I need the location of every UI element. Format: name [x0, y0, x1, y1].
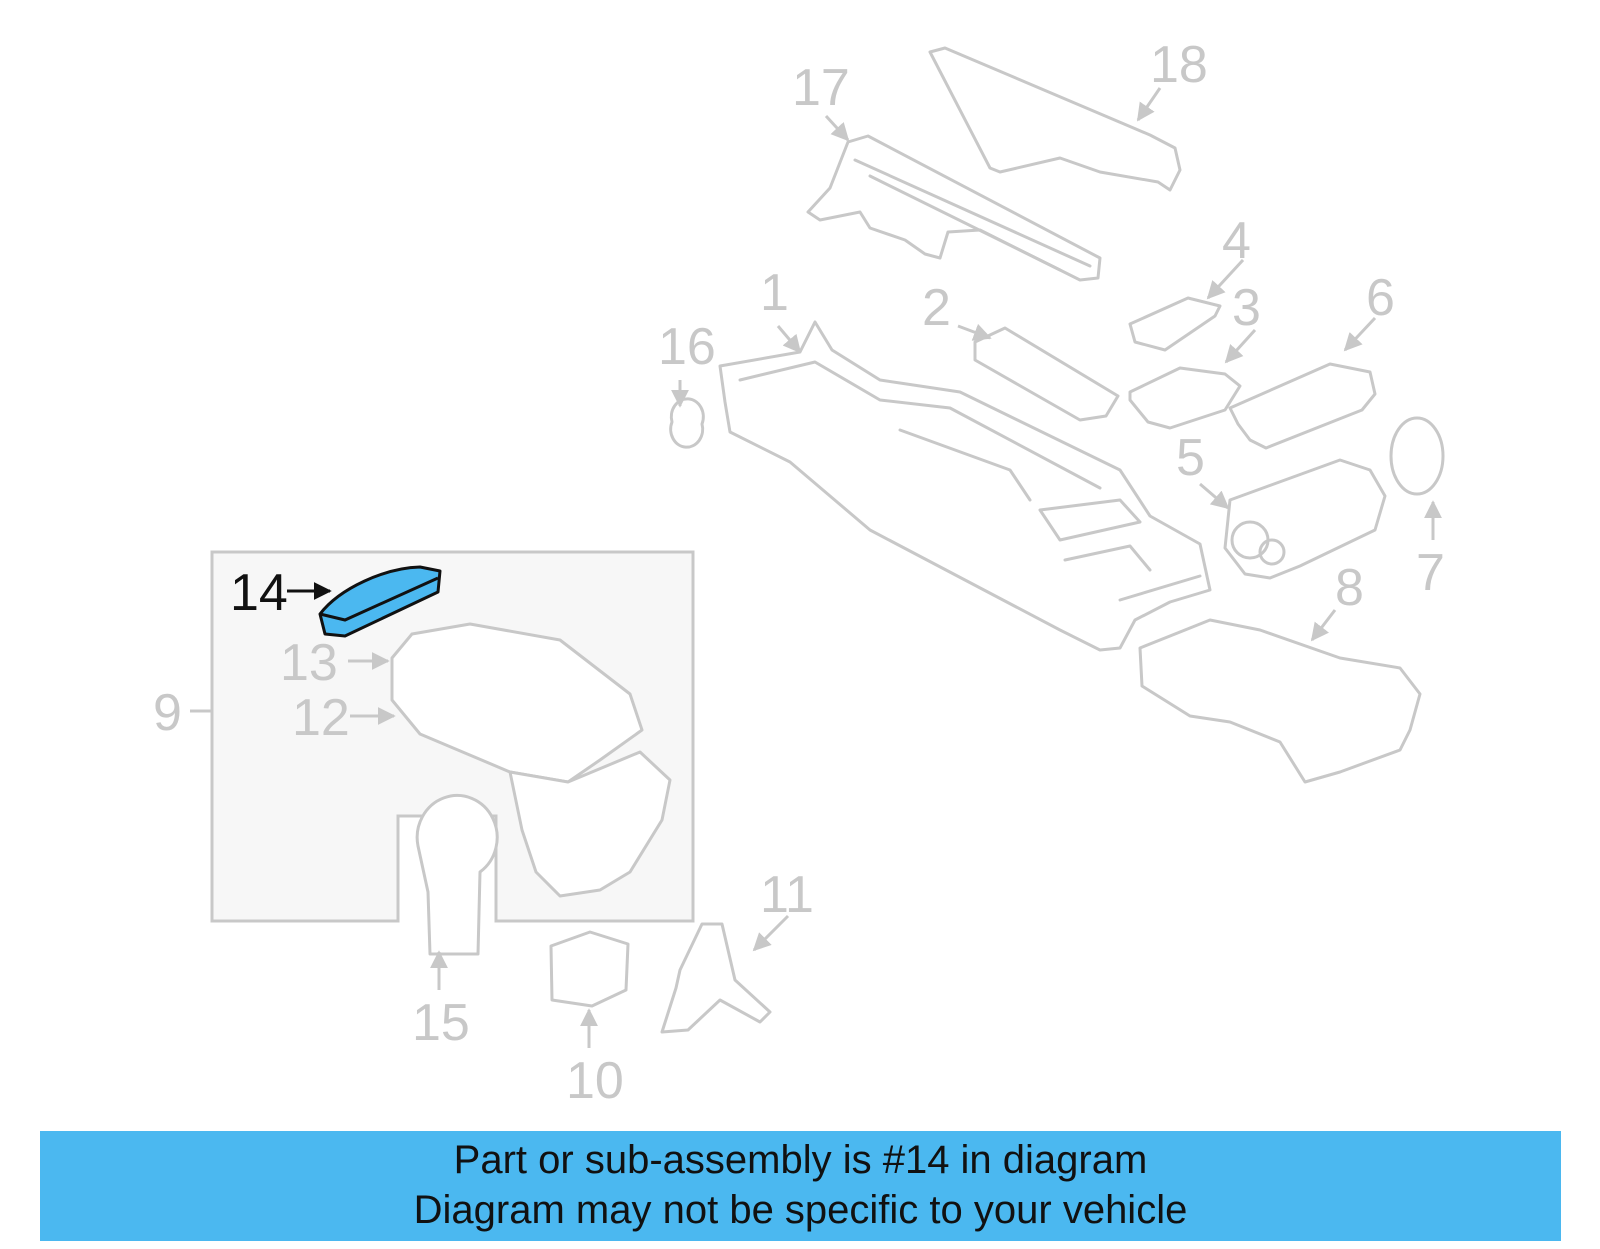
part-7-ring[interactable] [1389, 416, 1445, 496]
callout-11: 11 [760, 866, 814, 924]
part-1-console-body[interactable] [718, 320, 1212, 652]
callout-2: 2 [922, 279, 951, 337]
part-13-armrest-lid[interactable] [390, 622, 644, 784]
part-3-tray[interactable] [1128, 366, 1242, 430]
part-16-plug[interactable] [669, 397, 705, 449]
part-11-bracket[interactable] [660, 922, 772, 1034]
callout-17: 17 [792, 59, 850, 117]
part-18-trim-panel[interactable] [928, 46, 1182, 192]
callout-9: 9 [153, 684, 182, 742]
callout-18: 18 [1150, 36, 1208, 94]
callout-4: 4 [1222, 212, 1251, 270]
info-banner: Part or sub-assembly is #14 in diagram D… [40, 1131, 1561, 1241]
part-2-pad[interactable] [973, 326, 1120, 422]
part-15-knob[interactable] [415, 794, 499, 956]
callout-1: 1 [760, 264, 789, 322]
callout-16: 16 [658, 318, 716, 376]
callout-7: 7 [1416, 544, 1445, 602]
banner-line-2: Diagram may not be specific to your vehi… [413, 1188, 1188, 1232]
part-6-tray[interactable] [1228, 362, 1377, 450]
callout-13: 13 [280, 634, 338, 692]
callout-15: 15 [412, 994, 470, 1052]
part-10-bracket[interactable] [549, 930, 630, 1008]
part-4-cover[interactable] [1128, 296, 1222, 352]
callout-10: 10 [566, 1052, 624, 1110]
part-8-lower-tray[interactable] [1138, 618, 1422, 784]
callout-5: 5 [1176, 429, 1205, 487]
callout-12: 12 [292, 689, 350, 747]
callout-6: 6 [1366, 269, 1395, 327]
callout-3: 3 [1232, 279, 1261, 337]
banner-line-1: Part or sub-assembly is #14 in diagram [453, 1138, 1148, 1182]
armrest-base [508, 750, 672, 898]
callout-8: 8 [1335, 559, 1364, 617]
callout-14: 14 [230, 564, 288, 622]
